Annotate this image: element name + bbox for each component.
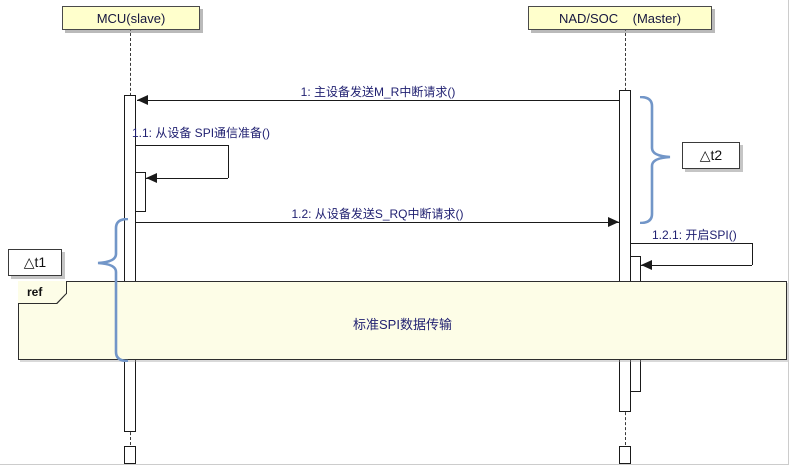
lifeline-header-nad: NAD/SOC (Master) [528,6,712,30]
message-1-1-label: 1.1: 从设备 SPI通信准备() [132,126,271,140]
message-1-2-1-arrowhead [641,260,652,270]
message-1-1-line-out [136,145,228,146]
ref-fragment: ref 标准SPI数据传输 [18,281,787,360]
activation-mcu-bottom [124,446,136,464]
message-1-2-line [136,222,619,223]
message-1-2-label: 1.2: 从设备发送S_RQ中断请求() [291,207,464,221]
message-1-2-1-line-return [641,265,752,266]
message-1-arrowhead [137,95,148,105]
ref-fragment-label: 标准SPI数据传输 [353,317,452,332]
message-1-label: 1: 主设备发送M_R中断请求() [300,85,456,99]
message-1-2-arrowhead [608,217,619,227]
activation-mcu-nested [135,172,146,212]
ref-fragment-tag: ref [18,281,66,303]
message-1-1-line-down [228,145,229,178]
message-1-line [137,100,619,101]
delta-t2-label: △t2 [682,142,740,169]
lifeline-header-mcu: MCU(slave) [62,6,200,30]
message-1-2-1-label: 1.2.1: 开启SPI() [652,228,737,242]
activation-nad-bottom [619,446,631,464]
message-1-2-1-line-down [752,243,753,265]
time-brace-t1 [97,218,128,362]
ref-fragment-tag-border: ref [18,281,67,304]
message-1-1-arrowhead [146,173,157,183]
time-brace-t2 [640,96,671,224]
message-1-2-1-line-out [631,243,752,244]
delta-t1-label: △t1 [8,249,62,276]
message-1-1-line-return [146,178,228,179]
